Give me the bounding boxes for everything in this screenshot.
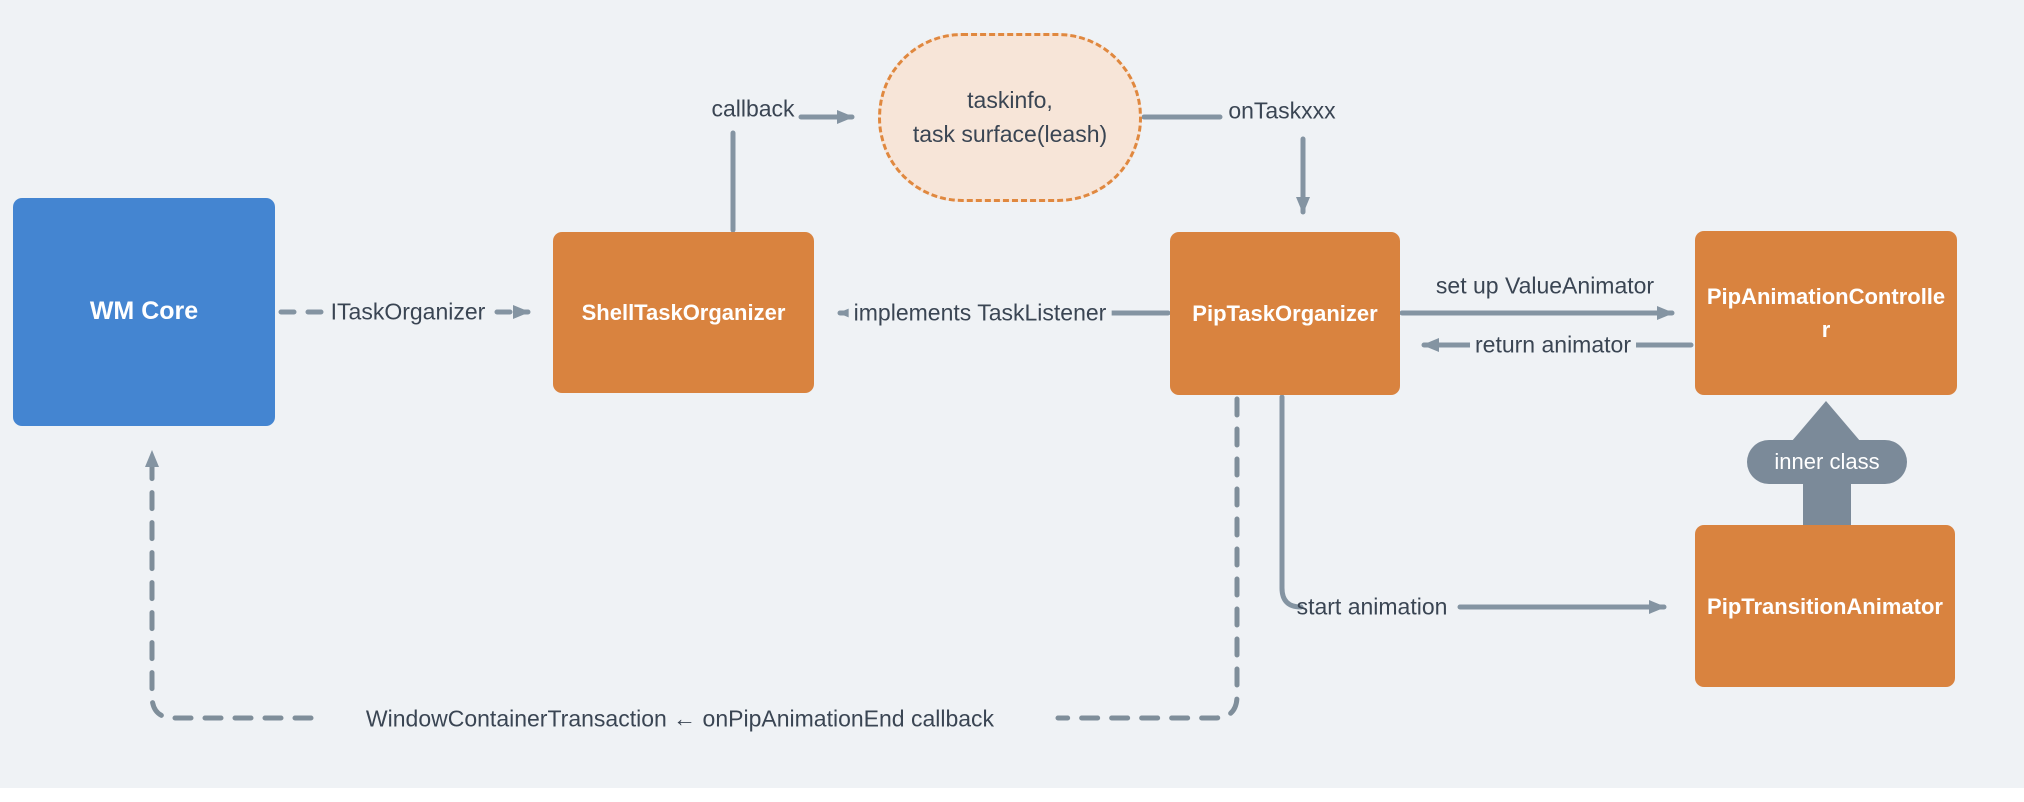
bottom-white-strip: [0, 788, 2024, 802]
pip-animation-end-dashed-line-right: [1055, 396, 1240, 721]
inner-class-badge: inner class: [1747, 440, 1907, 484]
pip-transition-animator-node: PipTransitionAnimator: [1695, 525, 1955, 687]
edge-label-return-animator: return animator: [1470, 330, 1636, 360]
edge-label-setup-valueanimator: set up ValueAnimator: [1435, 272, 1655, 299]
shell-task-organizer-node: ShellTaskOrganizer: [553, 232, 814, 393]
edge-label-callback: callback: [711, 95, 795, 122]
pip-task-organizer-node: PipTaskOrganizer: [1170, 232, 1400, 395]
task-info-bubble: taskinfo, task surface(leash): [878, 33, 1142, 202]
edge-label-start-animation: start animation: [1296, 593, 1448, 620]
pip-transition-animator-label: PipTransitionAnimator: [1707, 593, 1943, 619]
inner-class-badge-label: inner class: [1774, 449, 1880, 474]
edge-label-implements-tasklistener: implements TaskListener: [848, 298, 1112, 328]
task-info-line1: taskinfo,: [967, 87, 1053, 114]
pip-animation-controller-label: PipAnimationController: [1706, 284, 1946, 342]
edge-label-wct-callback: WindowContainerTransaction ← onPipAnimat…: [365, 705, 995, 732]
edge-label-ontaskxxx: onTaskxxx: [1228, 97, 1336, 124]
start-animation-stem-line: [1279, 394, 1304, 610]
wm-core-node: WM Core: [13, 198, 275, 426]
shell-task-organizer-label: ShellTaskOrganizer: [581, 300, 786, 325]
task-info-line2: task surface(leash): [912, 120, 1108, 147]
pip-animation-end-dashed-arrow-left: [145, 449, 314, 721]
pip-task-organizer-label: PipTaskOrganizer: [1192, 301, 1378, 326]
edge-label-itaskorganizer: ITaskOrganizer: [325, 297, 491, 327]
pip-animation-controller-node: PipAnimationController: [1695, 231, 1957, 395]
wm-core-label: WM Core: [89, 297, 199, 326]
inner-class-arrowhead: [1786, 401, 1866, 448]
